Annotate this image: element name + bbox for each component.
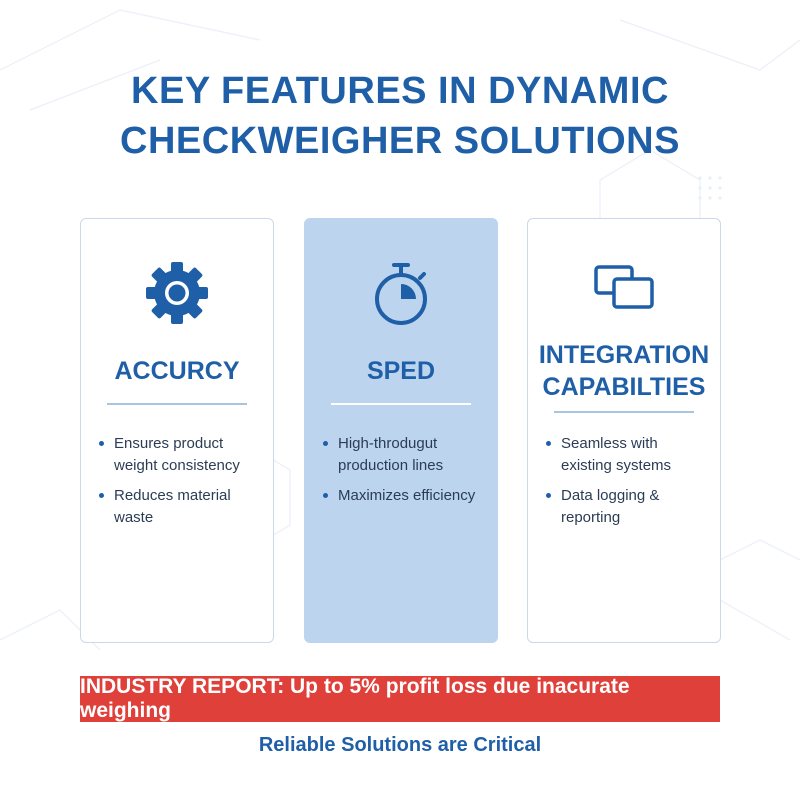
card-divider — [554, 411, 694, 413]
stopwatch-icon — [305, 253, 497, 333]
list-item: Maximizes efficiency — [323, 485, 487, 507]
card-bullets-integration: Seamless with existing systems Data logg… — [546, 433, 710, 537]
list-item: Ensures product weight consistency — [99, 433, 263, 477]
card-heading-integration: INTEGRATION CAPABILTIES — [528, 339, 720, 403]
list-item: High-throdugut production lines — [323, 433, 487, 477]
feature-card-speed: SPED High-throdugut production lines Max… — [304, 218, 498, 643]
card-divider — [331, 403, 471, 405]
footer-tagline: Reliable Solutions are Critical — [258, 734, 542, 756]
card-heading-line-1: INTEGRATION — [538, 341, 710, 369]
feature-card-integration: INTEGRATION CAPABILTIES Seamless with ex… — [527, 218, 721, 643]
industry-report-banner: INDUSTRY REPORT: Up to 5% profit loss du… — [80, 675, 720, 722]
card-bullets-accuracy: Ensures product weight consistency Reduc… — [99, 433, 263, 537]
card-heading-line-2: CAPABILTIES — [542, 373, 706, 401]
card-heading-speed: SPED — [366, 357, 436, 385]
card-divider — [107, 403, 247, 405]
page-title: KEY FEATURES IN DYNAMIC CHECKWEIGHER SOL… — [0, 66, 800, 166]
feature-card-accuracy: ACCURCY Ensures product weight consisten… — [80, 218, 274, 643]
card-bullets-speed: High-throdugut production lines Maximize… — [323, 433, 487, 515]
integration-windows-icon — [528, 253, 720, 333]
gear-icon — [81, 253, 273, 333]
list-item: Seamless with existing systems — [546, 433, 710, 477]
card-heading-accuracy: ACCURCY — [114, 357, 240, 385]
title-line-1: KEY FEATURES IN DYNAMIC — [131, 70, 669, 112]
title-line-2: CHECKWEIGHER SOLUTIONS — [120, 120, 680, 162]
list-item: Reduces material waste — [99, 485, 263, 529]
list-item: Data logging & reporting — [546, 485, 710, 529]
